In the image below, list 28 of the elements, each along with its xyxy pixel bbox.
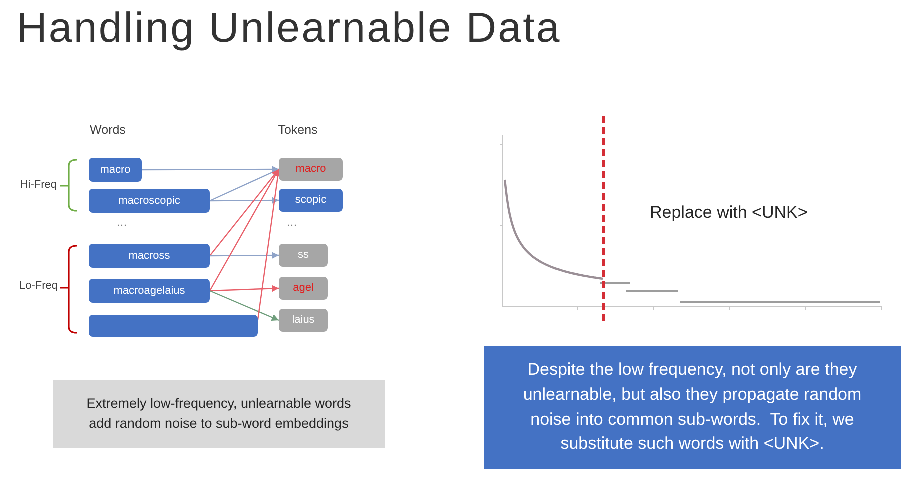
arrow xyxy=(210,169,280,256)
token-box: agel xyxy=(279,277,328,300)
token-box: macro xyxy=(279,158,343,181)
arrow xyxy=(209,169,280,292)
token-box: ss xyxy=(279,244,328,267)
word-box: macroagelaius xyxy=(89,279,210,303)
note-panel: Extremely low-frequency, unlearnable words add random noise to sub-word embeddings xyxy=(53,380,385,448)
word-box: macroscopic xyxy=(89,189,210,213)
column-header: Tokens xyxy=(278,123,318,138)
group-label: Lo-Freq xyxy=(19,280,58,293)
word-box: macro xyxy=(89,158,142,182)
annotation-text: Replace with <UNK> xyxy=(650,203,808,223)
ellipsis: … xyxy=(286,217,298,230)
arrow xyxy=(142,166,279,174)
word-box xyxy=(89,315,258,337)
word-box: macross xyxy=(89,244,210,268)
column-header: Words xyxy=(90,123,126,138)
arrow xyxy=(210,290,280,322)
arrow xyxy=(210,252,279,260)
token-box: scopic xyxy=(279,189,343,212)
arrow xyxy=(210,168,280,202)
token-box: laius xyxy=(279,309,328,332)
arrow xyxy=(210,285,280,292)
group-label: Hi-Freq xyxy=(20,179,57,192)
ellipsis: … xyxy=(116,217,128,230)
conclusion-panel: Despite the low frequency, not only are they unlearnable, but also they propagate random noise into common sub-words. To fix it, we substitute such words with <UNK>. xyxy=(484,346,901,469)
slide-title: Handling Unlearnable Data xyxy=(17,4,562,52)
arrow xyxy=(210,197,279,204)
